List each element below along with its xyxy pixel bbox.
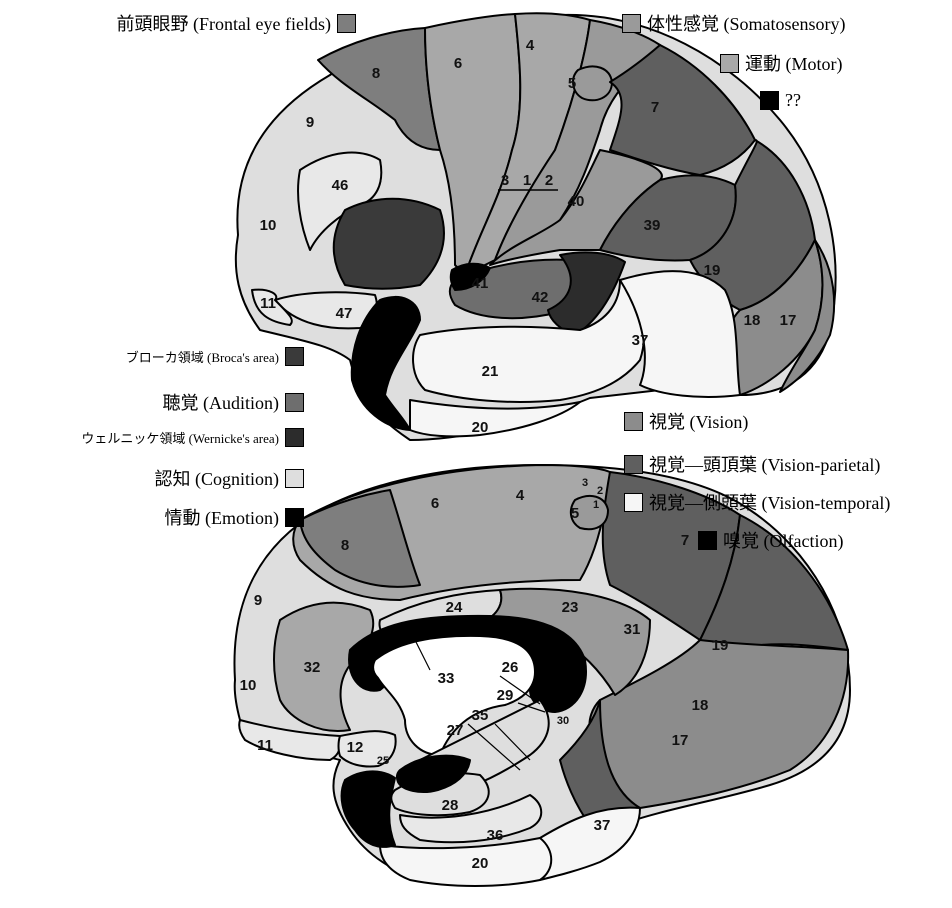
legend-frontal-eye-fields: 前頭眼野 (Frontal eye fields) [117,10,356,36]
medial-label-26: 26 [502,659,519,676]
legend-vision-label: 視覚 (Vision) [649,408,748,434]
legend-vision-parietal: 視覚—頭頂葉 (Vision-parietal) [624,451,880,477]
lateral-brain-view: 4 5 6 7 8 9 10 11 17 18 19 20 21 37 39 4… [236,13,836,440]
medial-label-35: 35 [472,707,489,724]
medial-label-37: 37 [594,817,611,834]
lateral-label-6: 6 [454,55,462,72]
lateral-label-3: 3 [501,172,509,189]
medial-label-32: 32 [304,659,321,676]
legend-vision-temporal: 視覚—側頭葉 (Vision-temporal) [624,489,890,515]
legend-broca: ブローカ領域 (Broca's area) [126,347,304,366]
medial-label-8: 8 [341,537,349,554]
medial-label-24: 24 [446,599,463,616]
legend-somatosensory: 体性感覚 (Somatosensory) [622,10,845,36]
legend-vision-parietal-label: 視覚—頭頂葉 (Vision-parietal) [649,451,880,477]
medial-label-17: 17 [672,732,689,749]
swatch-cognition [285,469,304,488]
medial-label-18: 18 [692,697,709,714]
lateral-label-37: 37 [632,332,649,349]
legend-motor-label: 運動 (Motor) [745,50,843,76]
lateral-label-42: 42 [532,289,549,306]
legend-cognition-label: 認知 (Cognition) [155,465,280,491]
medial-label-10: 10 [240,677,257,694]
medial-label-11: 11 [257,737,273,754]
swatch-vision-temporal [624,493,643,512]
medial-label-2: 2 [597,485,603,497]
lateral-label-41: 41 [472,275,489,292]
legend-emotion: 情動 (Emotion) [165,504,305,530]
legend-cognition: 認知 (Cognition) [155,465,305,491]
legend-broca-label: ブローカ領域 (Broca's area) [126,347,279,366]
medial-label-20: 20 [472,855,489,872]
lateral-label-7: 7 [651,99,659,116]
swatch-vision-parietal [624,455,643,474]
legend-unknown-label: ?? [785,90,801,111]
swatch-audition [285,393,304,412]
legend-wernicke: ウェルニッケ領域 (Wernicke's area) [81,428,304,447]
lateral-label-10: 10 [260,217,277,234]
swatch-olfaction [698,531,717,550]
swatch-motor [720,54,739,73]
swatch-unknown [760,91,779,110]
lateral-label-39: 39 [644,217,661,234]
legend-somatosensory-label: 体性感覚 (Somatosensory) [647,10,845,36]
legend-olfaction-label: 嗅覚 (Olfaction) [723,527,843,553]
medial-label-23: 23 [562,599,579,616]
lateral-label-4: 4 [526,37,535,54]
lateral-label-19: 19 [704,262,721,279]
medial-label-5: 5 [571,505,579,522]
legend-wernicke-label: ウェルニッケ領域 (Wernicke's area) [81,428,279,447]
medial-label-27: 27 [447,722,464,739]
medial-label-4: 4 [516,487,525,504]
legend-vision: 視覚 (Vision) [624,408,748,434]
lateral-label-1: 1 [523,172,531,189]
lateral-label-8: 8 [372,65,380,82]
swatch-emotion [285,508,304,527]
lateral-label-5: 5 [568,75,576,92]
lateral-label-18: 18 [744,312,761,329]
legend-motor: 運動 (Motor) [720,50,843,76]
temporal-pole-medial [342,771,395,846]
legend-olfaction: 嗅覚 (Olfaction) [698,527,843,553]
medial-label-36: 36 [487,827,504,844]
lateral-label-11: 11 [260,295,276,312]
lateral-label-47: 47 [336,305,353,322]
medial-label-3: 3 [582,477,588,489]
legend-audition: 聴覚 (Audition) [163,389,305,415]
medial-label-33: 33 [438,670,455,687]
medial-label-31: 31 [624,621,641,638]
lateral-label-9: 9 [306,114,314,131]
legend-audition-label: 聴覚 (Audition) [163,389,280,415]
legend-emotion-label: 情動 (Emotion) [165,504,280,530]
lateral-label-46: 46 [332,177,349,194]
lateral-label-40: 40 [568,193,585,210]
lateral-label-17: 17 [780,312,797,329]
medial-label-7: 7 [681,532,689,549]
medial-label-29: 29 [497,687,514,704]
legend-unknown: ?? [760,90,801,111]
medial-label-28: 28 [442,797,459,814]
swatch-wernicke [285,428,304,447]
swatch-somatosensory [622,14,641,33]
medial-label-30: 30 [557,715,569,727]
swatch-frontal-eye-fields [337,14,356,33]
lateral-label-21: 21 [482,363,499,380]
medial-label-25: 25 [377,755,389,767]
broca-area-lateral [334,199,444,289]
medial-label-1: 1 [593,499,599,511]
area-5-lateral [573,66,612,100]
legend-frontal-eye-fields-label: 前頭眼野 (Frontal eye fields) [117,10,331,36]
medial-label-19: 19 [712,637,729,654]
legend-vision-temporal-label: 視覚—側頭葉 (Vision-temporal) [649,489,890,515]
swatch-broca [285,347,304,366]
lateral-label-2: 2 [545,172,553,189]
swatch-vision [624,412,643,431]
medial-label-6: 6 [431,495,439,512]
medial-label-12: 12 [347,739,364,756]
lateral-label-20: 20 [472,419,489,436]
medial-label-9: 9 [254,592,262,609]
